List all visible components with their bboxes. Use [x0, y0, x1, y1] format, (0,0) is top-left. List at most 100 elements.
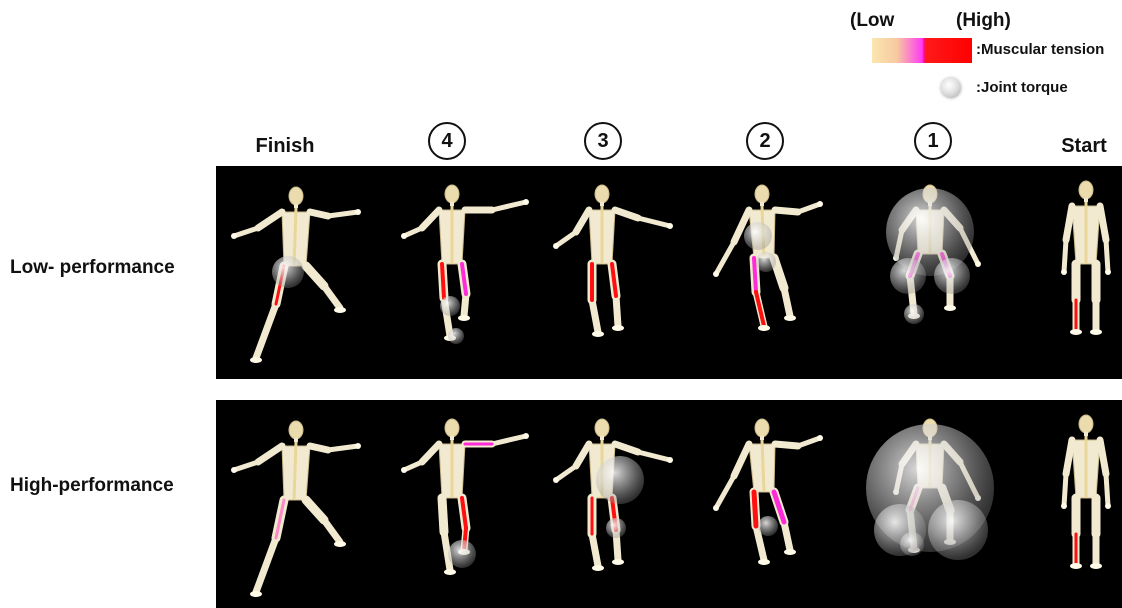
right-hand: [667, 457, 673, 463]
phase-number-badge: 2: [746, 122, 784, 160]
head: [755, 419, 769, 437]
right-shin: [784, 522, 790, 550]
right-upper-arm: [1100, 440, 1106, 474]
right-forearm: [798, 438, 820, 446]
joint-torque-sphere: [596, 456, 644, 504]
head: [289, 421, 303, 439]
right-forearm: [638, 452, 670, 460]
left-shin: [592, 300, 598, 332]
left-shin: [592, 534, 598, 566]
figure-phase-3: [553, 419, 673, 571]
right-forearm: [1106, 474, 1108, 506]
right-upper-arm: [615, 210, 638, 218]
joint-torque-sphere: [928, 500, 988, 560]
right-shin: [464, 294, 466, 316]
left-hand: [1061, 269, 1067, 275]
right-hand: [355, 443, 361, 449]
figure-phase-4: [401, 419, 529, 575]
right-foot: [458, 315, 470, 321]
left-upper-arm: [576, 210, 589, 232]
right-foot: [1090, 563, 1102, 569]
left-upper-arm: [576, 444, 589, 466]
left-upper-arm: [1066, 440, 1072, 474]
muscular-tension-color-bar: [872, 38, 972, 63]
column-header-phase-4: 4: [422, 122, 472, 162]
leg-tension-highlight: [754, 258, 756, 292]
left-thigh: [442, 498, 444, 532]
figure-finish: [231, 421, 361, 597]
right-foot: [1090, 329, 1102, 335]
left-foot: [758, 559, 770, 565]
left-shin: [256, 538, 276, 592]
left-forearm: [234, 228, 258, 236]
joint-torque-sphere-icon: [941, 78, 961, 98]
column-label: Start: [1046, 122, 1122, 166]
row-label-high-performance: High-performance: [10, 475, 174, 497]
right-hand: [817, 201, 823, 207]
right-forearm: [1106, 240, 1108, 272]
joint-torque-sphere: [900, 532, 924, 556]
figure-phase-2: [713, 419, 823, 565]
spine: [294, 442, 296, 500]
joint-torque-sphere: [272, 256, 304, 288]
joint-torque-sphere: [440, 296, 460, 316]
joint-torque-sphere: [448, 328, 464, 344]
joint-torque-sphere: [606, 518, 626, 538]
left-forearm: [1064, 240, 1066, 272]
right-hand: [523, 199, 529, 205]
joint-torque-sphere: [758, 516, 778, 536]
right-shin: [324, 286, 340, 308]
phase-number-badge: 3: [584, 122, 622, 160]
head: [1079, 181, 1093, 199]
right-upper-arm: [310, 446, 328, 450]
column-header-phase-1: 1: [908, 122, 958, 162]
right-upper-arm: [1100, 206, 1106, 240]
figure-start: [1061, 415, 1111, 569]
left-hand: [553, 243, 559, 249]
right-upper-arm: [775, 210, 798, 212]
right-upper-arm: [775, 444, 798, 446]
joint-torque-sphere: [744, 222, 772, 250]
right-forearm: [798, 204, 820, 212]
left-shin: [256, 304, 276, 358]
head: [445, 185, 459, 203]
high-performance-figure-strip: [216, 400, 1122, 608]
legend-low-label: (Low: [850, 10, 894, 32]
right-hand: [523, 433, 529, 439]
head: [595, 185, 609, 203]
spine: [762, 440, 764, 492]
left-forearm: [556, 466, 576, 480]
right-hand: [355, 209, 361, 215]
left-hand: [231, 467, 237, 473]
low-performance-figure-strip: [216, 166, 1122, 379]
right-foot: [612, 559, 624, 565]
right-foot: [612, 325, 624, 331]
left-foot: [444, 569, 456, 575]
left-forearm: [1064, 474, 1066, 506]
column-header-phase-2: 2: [740, 122, 790, 162]
left-forearm: [716, 476, 734, 508]
left-hand: [401, 467, 407, 473]
figure-phase-1: [886, 185, 981, 324]
left-hand: [713, 271, 719, 277]
right-forearm: [328, 212, 358, 216]
joint-torque-sphere: [934, 258, 970, 294]
left-hand: [553, 477, 559, 483]
head: [595, 419, 609, 437]
left-foot: [758, 325, 770, 331]
joint-torque-sphere: [890, 258, 926, 294]
left-forearm: [716, 242, 734, 274]
left-foot: [1070, 329, 1082, 335]
head: [755, 185, 769, 203]
column-label: Finish: [240, 122, 330, 166]
joint-torque-sphere: [756, 252, 776, 272]
left-forearm: [556, 232, 576, 246]
joint-torque-label: :Joint torque: [976, 79, 1068, 96]
right-upper-arm: [310, 212, 328, 216]
high-performance-panel: [216, 400, 1122, 608]
right-foot: [334, 307, 346, 313]
right-forearm: [492, 202, 526, 210]
column-header-phase-3: 3: [578, 122, 628, 162]
right-hand: [1105, 269, 1111, 275]
right-hand: [817, 435, 823, 441]
